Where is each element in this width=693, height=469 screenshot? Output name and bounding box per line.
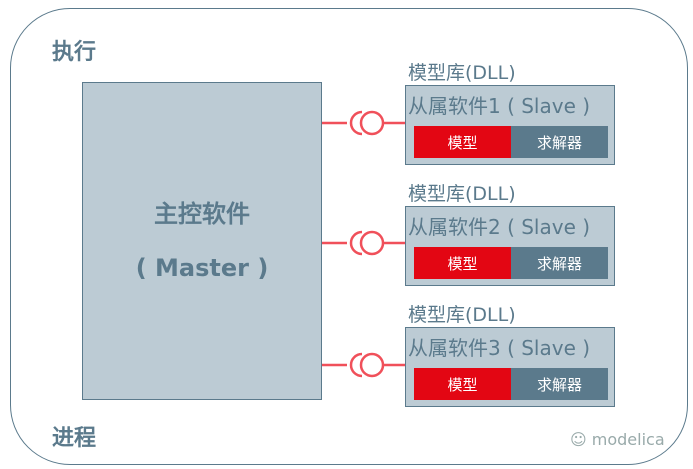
connector-2 [322, 230, 405, 256]
slave-software-2: 从属软件2 ( Slave ) 模型求解器 [405, 206, 615, 286]
slave-title: 从属软件3 ( Slave ) [408, 336, 591, 360]
slave-title: 从属软件1 ( Slave ) [408, 94, 591, 118]
slave-software-3: 从属软件3 ( Slave ) 模型求解器 [405, 327, 615, 407]
library-label-1: 模型库(DLL) [408, 62, 516, 84]
connector-3 [322, 352, 405, 378]
library-label-2: 模型库(DLL) [408, 183, 516, 205]
execution-label: 执行 [52, 40, 97, 65]
process-label: 进程 [52, 426, 97, 451]
solver-block: 求解器 [511, 368, 608, 400]
model-block: 模型 [414, 126, 511, 158]
library-label-3: 模型库(DLL) [408, 304, 516, 326]
slave-title: 从属软件2 ( Slave ) [408, 215, 591, 239]
slave-software-1: 从属软件1 ( Slave ) 模型求解器 [405, 85, 615, 165]
solver-block: 求解器 [511, 247, 608, 279]
process-boundary [10, 8, 688, 465]
wechat-icon: ☺ [570, 430, 592, 449]
master-software: 主控软件 ( Master ) [82, 82, 322, 400]
connector-1 [322, 110, 405, 136]
solver-block: 求解器 [511, 126, 608, 158]
master-subtitle: ( Master ) [135, 254, 269, 282]
master-title: 主控软件 [154, 200, 250, 228]
model-block: 模型 [414, 368, 511, 400]
model-block: 模型 [414, 247, 511, 279]
watermark: ☺ modelica [570, 430, 665, 449]
